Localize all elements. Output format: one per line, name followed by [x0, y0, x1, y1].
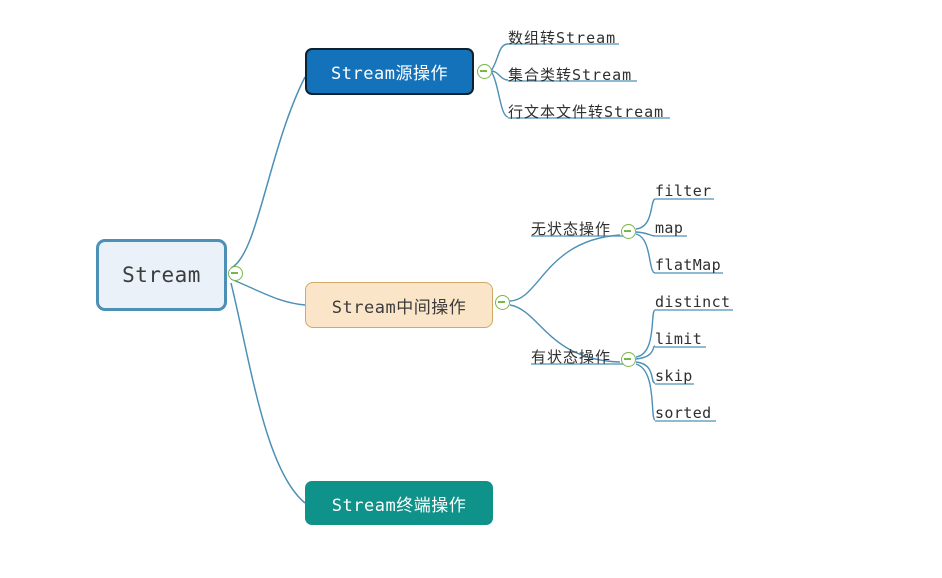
node-root-label: Stream [122, 263, 201, 287]
collapse-toggle-source-icon[interactable] [477, 64, 492, 79]
node-stream-intermediate-operations-label: Stream中间操作 [331, 297, 467, 318]
group-stateless-operations-label[interactable]: 无状态操作 [531, 220, 612, 238]
leaf-limit[interactable]: limit [655, 330, 703, 348]
leaf-array-to-stream[interactable]: 数组转Stream [508, 29, 617, 47]
node-stream-terminal-operations[interactable]: Stream终端操作 [305, 481, 493, 525]
node-stream-terminal-operations-label: Stream终端操作 [331, 495, 467, 516]
node-stream-intermediate-operations[interactable]: Stream中间操作 [305, 282, 493, 328]
leaf-filter[interactable]: filter [655, 182, 712, 200]
leaf-skip[interactable]: skip [655, 367, 693, 385]
collapse-toggle-stateless-icon[interactable] [621, 224, 636, 239]
leaf-flatmap[interactable]: flatMap [655, 256, 722, 274]
leaf-text-file-lines-to-stream[interactable]: 行文本文件转Stream [508, 103, 665, 121]
node-stream-source-operations[interactable]: Stream源操作 [305, 48, 474, 95]
leaf-map[interactable]: map [655, 219, 684, 237]
collapse-toggle-intermediate-icon[interactable] [495, 295, 510, 310]
leaf-distinct[interactable]: distinct [655, 293, 731, 311]
leaf-collection-to-stream[interactable]: 集合类转Stream [508, 66, 633, 84]
node-stream-source-operations-label: Stream源操作 [331, 64, 448, 84]
node-root[interactable]: Stream [96, 239, 227, 311]
collapse-toggle-stateful-icon[interactable] [621, 352, 636, 367]
leaf-sorted[interactable]: sorted [655, 404, 712, 422]
group-stateful-operations-label[interactable]: 有状态操作 [531, 348, 612, 366]
collapse-toggle-root-icon[interactable] [228, 266, 243, 281]
